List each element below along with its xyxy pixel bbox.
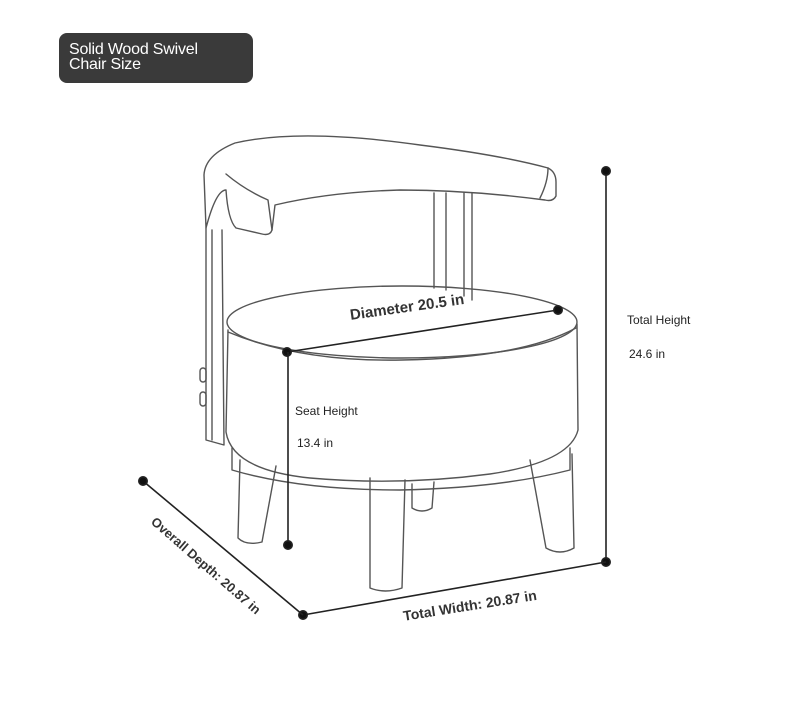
- chair-backrest: [203, 135, 557, 236]
- leg-back: [411, 481, 435, 512]
- diameter-line: [286, 309, 559, 353]
- overall-depth-end-top: [138, 475, 149, 486]
- diameter-end-right: [552, 304, 563, 315]
- total-height-label: Total Height: [627, 313, 691, 327]
- backrest-end-cap: [539, 167, 549, 199]
- leg-front-left: [237, 459, 277, 545]
- title-line-1: Solid Wood Swivel: [69, 41, 198, 58]
- seat-rim: [227, 327, 577, 361]
- leg-front-center: [369, 477, 406, 592]
- title-badge: Solid Wood Swivel Chair Size: [59, 33, 253, 83]
- leg-front-right: [529, 453, 575, 553]
- total-height-value: 24.6 in: [629, 347, 666, 361]
- backrest-inner-edge: [225, 173, 273, 231]
- title-line-2: Chair Size: [69, 56, 141, 73]
- seat-height-end-bottom: [282, 539, 293, 550]
- support-knob-2: [199, 391, 207, 407]
- seat-height-label: Seat Height: [295, 404, 358, 418]
- total-width-line: [302, 561, 607, 616]
- left-support: [205, 227, 225, 446]
- seat-top: [226, 285, 578, 359]
- seat-height-value: 13.4 in: [297, 436, 334, 450]
- base-plate: [231, 447, 571, 491]
- total-height-end-top: [600, 166, 611, 177]
- seat-side: [225, 323, 579, 482]
- support-knob-1: [199, 367, 207, 383]
- diameter-end-left: [281, 346, 292, 357]
- back-post: [433, 192, 473, 301]
- overall-depth-line: [142, 480, 304, 616]
